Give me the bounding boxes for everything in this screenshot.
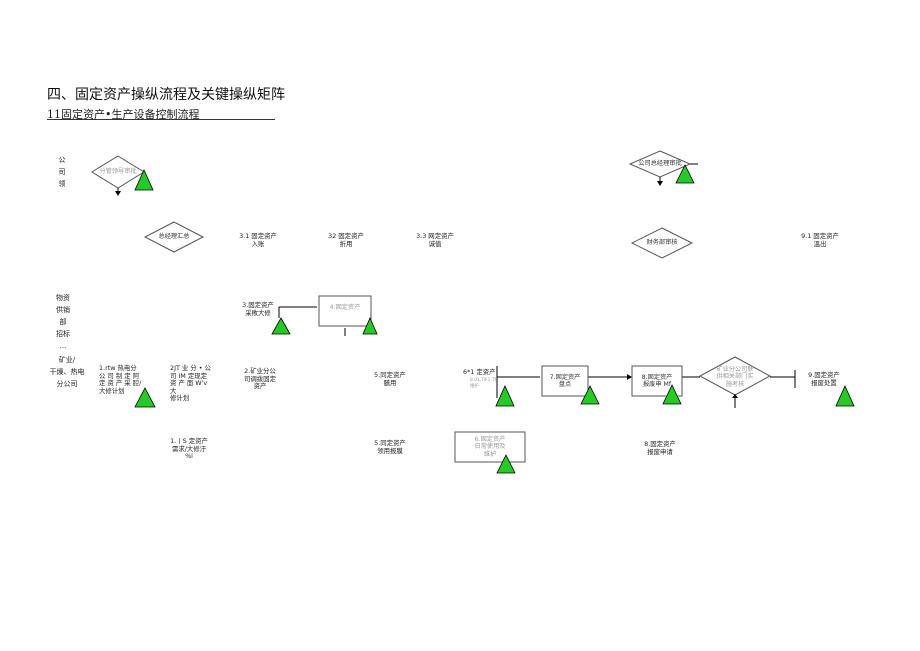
arrowhead-dept — [732, 394, 738, 398]
step-s32: 32 固定资产 折用 — [328, 232, 364, 248]
subtitle-underline — [47, 119, 275, 120]
box-s4[interactable] — [318, 295, 372, 327]
lane-label-materials-dept: 物资 供销 部 招标 ... — [56, 294, 70, 350]
marker-triangle-s1 — [134, 387, 156, 408]
step-s31: 3.1 固定资产 入账 — [239, 232, 277, 248]
arrowhead-leader — [115, 191, 121, 196]
marker-triangle-leader — [134, 169, 154, 191]
box-label-s4: 4.固定资产 — [329, 304, 361, 311]
diamond-label-plan-summary: 总经理汇总 — [158, 233, 190, 240]
box-label-s8: 8.固定资产 报废申 Mf — [641, 374, 673, 389]
step-s5a: 5.同定资产 膳用 — [374, 371, 406, 387]
step-s6-1: 6*1 定资产 — [463, 368, 496, 376]
box-s6[interactable] — [454, 431, 526, 463]
page-title: 四、固定资产操纵流程及关键操纵矩阵 — [47, 87, 285, 103]
marker-triangle-s3 — [271, 317, 291, 335]
diamond-label-finance-review: 财务部审核 — [646, 239, 678, 246]
step-s6-1-small: 8.01,TIF1.TF 维护 — [470, 378, 498, 389]
box-label-s6: 6.固定资产 日常使用及 维护 — [474, 436, 506, 458]
lane-label-company-leader: 公 司 领 — [58, 156, 66, 188]
step-s2: 2.矿业分公 司调拨固定 资产 — [244, 367, 276, 391]
step-s8b: 8.固定资产 报废申请 — [644, 440, 676, 456]
step-s2jt: 2JT 业 分 • 公 司 IM 定现定 资 产 面 W'v 大 修计划 — [170, 364, 211, 403]
box-label-s7: 7.固定资产 盘点 — [549, 374, 581, 389]
arrowhead-meeting — [657, 181, 663, 186]
step-s1: 1.rtw 热电分 公 司 制 定 阿 定 资 产 采 腔/ 大修计划 — [99, 364, 142, 395]
diamond-label-leader-approve: 分管领导审批 — [99, 168, 137, 175]
diamond-plan-summary[interactable] — [143, 221, 205, 253]
step-s9: 9.固定资产 报废处置 — [808, 371, 840, 387]
step-s3: 3.固定资产 采敗大修 — [242, 301, 274, 317]
marker-triangle-s4 — [362, 317, 378, 335]
lane-label-mining-branch: 矿业/ 干燥、热电 分公司 — [49, 356, 85, 388]
marker-triangle-s6 — [496, 454, 516, 474]
marker-triangle-s7 — [580, 385, 600, 405]
marker-triangle-meeting — [675, 164, 695, 184]
marker-triangle-s9 — [835, 385, 855, 407]
diamond-finance-review[interactable] — [630, 227, 694, 259]
marker-triangle-s6-1 — [495, 385, 515, 407]
diamond-label-dept-assess: 矿业分公司联 供相关部门实 施考核 — [716, 366, 754, 388]
marker-triangle-s8 — [662, 384, 682, 405]
diamond-label-company-meeting: 公司总经理审批 — [638, 160, 682, 167]
box-s7[interactable] — [541, 365, 589, 397]
step-s1b: 1.丨S 定资产 需求/大修汙 %l — [170, 437, 208, 461]
step-s5b: 5.同定资产 领用报膜 — [374, 439, 406, 455]
arrowhead-s7-s8 — [627, 374, 632, 380]
page-subtitle: 11固定资产•生产设备控制流程 — [47, 108, 200, 121]
step-s91: 9.1 固定资产 溫出 — [801, 232, 839, 248]
step-s33: 3.3 网定资产 诚值 — [416, 232, 454, 248]
